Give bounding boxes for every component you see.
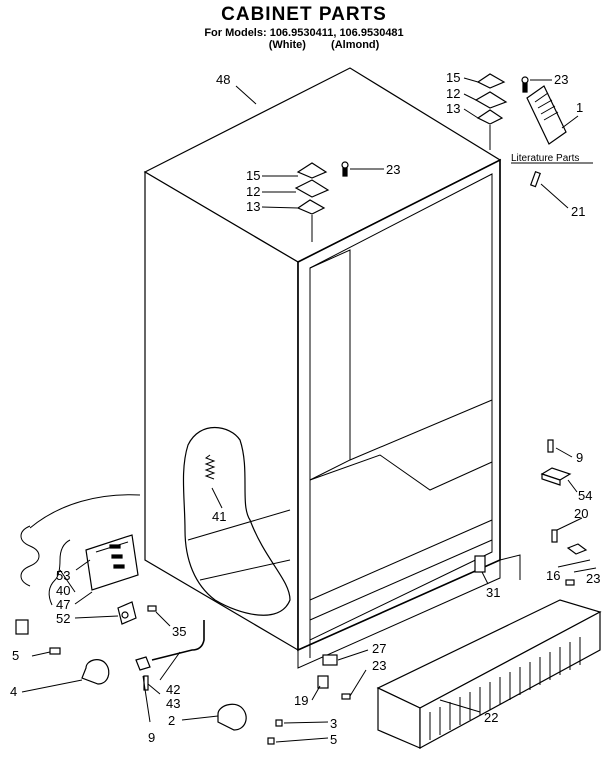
callout-label: 48 <box>216 72 230 87</box>
top-hinge-right <box>474 73 529 150</box>
callout-label: 20 <box>574 506 588 521</box>
callout-label: 52 <box>56 611 70 626</box>
callout-label: 31 <box>486 585 500 600</box>
callout-label: 4 <box>10 684 17 699</box>
callout-label: 47 <box>56 597 70 612</box>
callout-label: 19 <box>294 693 308 708</box>
callout-label: 42 <box>166 682 180 697</box>
callout-label: 1 <box>576 100 583 115</box>
callout-label: 43 <box>166 696 180 711</box>
callout-label: 3 <box>330 716 337 731</box>
variant-white: (White) <box>268 39 306 51</box>
callout-label: 23 <box>372 658 386 673</box>
callout-label: 12 <box>246 184 260 199</box>
callout-label: 40 <box>56 583 70 598</box>
callout-label: 23 <box>586 571 600 586</box>
variant-almond: (Almond) <box>331 39 380 51</box>
callout-label: 21 <box>571 204 585 219</box>
callout-label: 5 <box>330 732 337 747</box>
top-hinge-center <box>294 161 349 242</box>
callout-label: 5 <box>12 648 19 663</box>
callout-label: 54 <box>578 488 592 503</box>
electrical-box <box>15 494 141 635</box>
callout-label: 53 <box>56 568 70 583</box>
callout-label: 2 <box>168 713 175 728</box>
literature-booklet <box>526 85 567 145</box>
model-variants: (White) (Almond) <box>0 39 608 51</box>
literature-label: Literature Parts <box>511 153 579 164</box>
callout-label: 9 <box>148 730 155 745</box>
callout-label: 13 <box>446 101 460 116</box>
callout-label: 16 <box>546 568 560 583</box>
callout-label: 12 <box>446 86 460 101</box>
callout-label: 15 <box>246 168 260 183</box>
page-title: CABINET PARTS <box>221 4 387 25</box>
callout-label: 27 <box>372 641 386 656</box>
callout-label: 22 <box>484 710 498 725</box>
callout-label: 15 <box>446 70 460 85</box>
callout-label: 23 <box>386 162 400 177</box>
callout-label: 23 <box>554 72 568 87</box>
callout-label: 9 <box>576 450 583 465</box>
cabinet-body <box>143 67 521 669</box>
callout-label: 35 <box>172 624 186 639</box>
toe-grille <box>376 599 602 750</box>
callout-label: 41 <box>212 509 226 524</box>
model-numbers: For Models: 106.9530411, 106.9530481 <box>204 27 404 39</box>
callout-label: 13 <box>246 199 260 214</box>
